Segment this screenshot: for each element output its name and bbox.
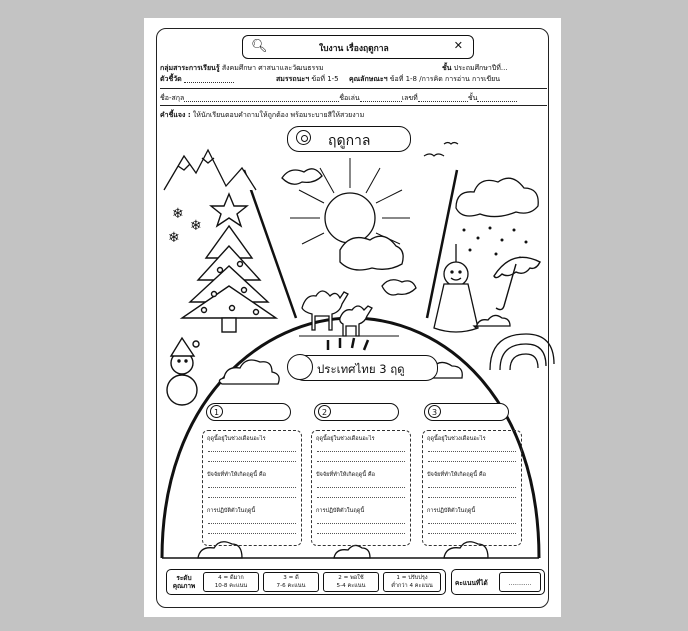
- answer-line[interactable]: [317, 487, 405, 488]
- umbrella-icon: [493, 256, 541, 311]
- answer-line[interactable]: [428, 461, 516, 462]
- divider-left: [242, 169, 298, 319]
- answer-line[interactable]: [428, 487, 516, 488]
- main-title: ฤดูกาล: [328, 133, 371, 149]
- snowman-icon: [166, 336, 200, 406]
- season-answer-box-2: ฤดูนี้อยู่ในช่วงเดือนอะไร ปัจจัยที่ทำให้…: [311, 430, 411, 546]
- answer-line[interactable]: [317, 451, 405, 452]
- worksheet-page: ❄ ❄ ❄: [144, 18, 561, 617]
- rubric-label: ระดับ คุณภาพ: [172, 574, 196, 590]
- season-header-3: 3: [424, 403, 509, 421]
- class-field[interactable]: [477, 94, 518, 102]
- answer-line[interactable]: [317, 461, 405, 462]
- answer-line[interactable]: [208, 451, 296, 452]
- page-frame: [156, 28, 549, 608]
- camel-icon: [301, 290, 373, 337]
- subtitle-badge: ประเทศไทย 3 ฤดู: [287, 354, 438, 381]
- christmas-tree-icon: [179, 192, 279, 333]
- season-header-2: 2: [314, 403, 399, 421]
- season-header-1: 1: [206, 403, 291, 421]
- subtitle: ประเทศไทย 3 ฤดู: [317, 362, 405, 376]
- snowflake-icon: ❄ ❄ ❄: [168, 206, 202, 246]
- season-illustration: ❄ ❄ ❄: [160, 141, 555, 559]
- svg-text:❄: ❄: [190, 218, 202, 234]
- subject-line: กลุ่มสาระการเรียนรู้ สังคมศึกษา ศาสนาและ…: [160, 64, 324, 72]
- season-answer-box-1: ฤดูนี้อยู่ในช่วงเดือนอะไร ปัจจัยที่ทำให้…: [202, 430, 302, 546]
- quality-rubric: ระดับ คุณภาพ 4 = ดีมาก 10-8 คะแนน 3 = ดี…: [166, 569, 446, 595]
- competency-line: สมรรถนะฯ ข้อที่ 1-5: [276, 75, 339, 83]
- rain-cloud-icon: [455, 177, 539, 218]
- rainbow-icon: [489, 333, 555, 371]
- close-icon[interactable]: ✕: [453, 39, 463, 52]
- mountain-icon: [163, 148, 257, 191]
- rain-doll-icon: [433, 244, 479, 333]
- raindrop-icon: [462, 226, 528, 260]
- answer-line[interactable]: [208, 461, 296, 462]
- answer-line[interactable]: [428, 533, 516, 534]
- answer-line[interactable]: [317, 523, 405, 524]
- divider: [160, 88, 547, 89]
- bird-icon: [423, 141, 459, 157]
- answer-line[interactable]: [428, 523, 516, 524]
- indicator-line: ตัวชี้วัด: [160, 75, 234, 83]
- score-field[interactable]: ............: [499, 572, 541, 592]
- answer-line[interactable]: [208, 533, 296, 534]
- svg-text:❄: ❄: [168, 230, 180, 246]
- answer-line[interactable]: [317, 533, 405, 534]
- divider: [160, 105, 547, 106]
- rubric-level-2: 2 = พอใช้ 5-4 คะแนน: [323, 572, 379, 592]
- answer-line[interactable]: [317, 497, 405, 498]
- instructions: คำชี้แจง : ให้นักเรียนตอบคำถามให้ถูกต้อง…: [160, 111, 365, 119]
- svg-text:❄: ❄: [172, 206, 184, 222]
- number-field[interactable]: [417, 94, 468, 102]
- answer-line[interactable]: [428, 451, 516, 452]
- rubric-level-1: 1 = ปรับปรุง ต่ำกว่า 4 คะแนน: [383, 572, 441, 592]
- student-info-line: ชื่อ-สกุลชื่อเล่นเลขที่ชั้น: [160, 94, 518, 102]
- worksheet-title: ใบงาน เรื่องฤดูกาล: [319, 44, 389, 54]
- answer-line[interactable]: [208, 497, 296, 498]
- answer-line[interactable]: [208, 523, 296, 524]
- cloud-icon: [281, 168, 417, 296]
- rubric-level-3: 3 = ดี 7-6 คะแนน: [263, 572, 319, 592]
- search-icon[interactable]: 🔍︎: [251, 39, 268, 54]
- score-box: คะแนนที่ได้ ............: [451, 569, 545, 595]
- name-field[interactable]: [184, 94, 340, 102]
- main-title-badge: ฤดูกาล: [287, 126, 411, 152]
- rubric-level-4: 4 = ดีมาก 10-8 คะแนน: [203, 572, 259, 592]
- sun-icon: [287, 354, 313, 380]
- nickname-field[interactable]: [359, 94, 402, 102]
- grade-line: ชั้น ประถมศึกษาปีที่...: [442, 64, 508, 72]
- title-search-bar[interactable]: 🔍︎ ใบงาน เรื่องฤดูกาล ✕: [242, 35, 474, 59]
- answer-line[interactable]: [428, 497, 516, 498]
- location-pin-icon: [296, 130, 311, 145]
- answer-line[interactable]: [208, 487, 296, 488]
- characteristic-line: คุณลักษณะฯ ข้อที่ 1-8 /การคิด การอ่าน กา…: [349, 75, 501, 83]
- season-answer-box-3: ฤดูนี้อยู่ในช่วงเดือนอะไร ปัจจัยที่ทำให้…: [422, 430, 522, 546]
- divider-right: [425, 169, 459, 319]
